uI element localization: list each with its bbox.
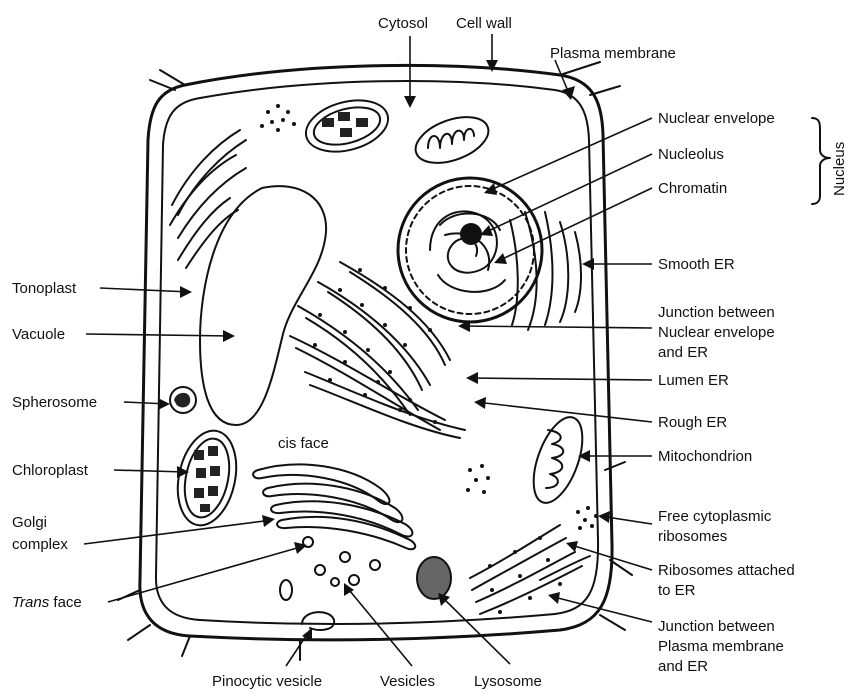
label-pinocytic-vesicle: Pinocytic vesicle (212, 673, 322, 690)
lysosome (417, 557, 451, 599)
label-tonoplast: Tonoplast (12, 280, 77, 297)
label-cytosol: Cytosol (378, 15, 428, 32)
label-ribosomes-er-line2: to ER (658, 582, 696, 599)
label-vacuole: Vacuole (12, 326, 65, 343)
vacuole (200, 186, 326, 425)
label-nucleus: Nucleus (831, 142, 848, 196)
label-junction-ne-er-line2: Nuclear envelope (658, 324, 775, 341)
label-lysosome: Lysosome (474, 673, 542, 690)
label-junction-pm-er-line1: Junction between (658, 618, 775, 635)
label-trans-face: Trans face (12, 594, 82, 611)
label-junction-pm-er-line3: and ER (658, 658, 708, 675)
label-lumen-er: Lumen ER (658, 372, 729, 389)
pinocytic-vesicle (302, 612, 334, 630)
golgi-complex (253, 464, 415, 586)
spherosome (170, 387, 196, 413)
label-ribosomes-er-line1: Ribosomes attached (658, 562, 795, 579)
label-junction-ne-er-line3: and ER (658, 344, 708, 361)
free-ribosomes-top (260, 104, 296, 132)
small-vesicle-left (280, 580, 292, 600)
label-smooth-er: Smooth ER (658, 256, 735, 273)
label-cis-face: cis face (278, 435, 329, 452)
label-rough-er: Rough ER (658, 414, 727, 431)
nucleus-brace (812, 118, 830, 204)
free-ribosomes-center (466, 464, 490, 494)
leader-lines-bottom (286, 585, 510, 666)
leader-lines-left (84, 288, 304, 602)
label-nuclear-envelope: Nuclear envelope (658, 110, 775, 127)
label-trans-face-italic: Trans (12, 594, 50, 611)
rough-er-upper-left (170, 130, 246, 268)
label-free-ribosomes-line1: Free cytoplasmic (658, 508, 772, 525)
label-mitochondrion: Mitochondrion (658, 448, 752, 465)
label-chloroplast: Chloroplast (12, 462, 89, 479)
label-golgi-line1: Golgi (12, 514, 47, 531)
mitochondrion-right (524, 411, 592, 509)
label-junction-ne-er-line1: Junction between (658, 304, 775, 321)
arrowheads (158, 60, 610, 641)
rough-er-lower-right (470, 525, 590, 614)
free-ribosomes-right (576, 506, 598, 530)
label-plasma-membrane: Plasma membrane (550, 45, 676, 62)
rough-er-central (290, 262, 465, 438)
chloroplast-left (170, 425, 245, 531)
chloroplast-top (300, 92, 394, 160)
label-free-ribosomes-line2: ribosomes (658, 528, 727, 545)
label-spherosome: Spherosome (12, 394, 97, 411)
label-golgi-line2: complex (12, 536, 68, 553)
label-chromatin: Chromatin (658, 180, 727, 197)
label-junction-pm-er-line2: Plasma membrane (658, 638, 784, 655)
label-cell-wall: Cell wall (456, 15, 512, 32)
label-vesicles: Vesicles (380, 673, 435, 690)
smooth-er (510, 212, 581, 330)
label-nucleolus: Nucleolus (658, 146, 724, 163)
mitochondrion-top (409, 108, 494, 172)
label-trans-face-rest: face (49, 594, 82, 611)
